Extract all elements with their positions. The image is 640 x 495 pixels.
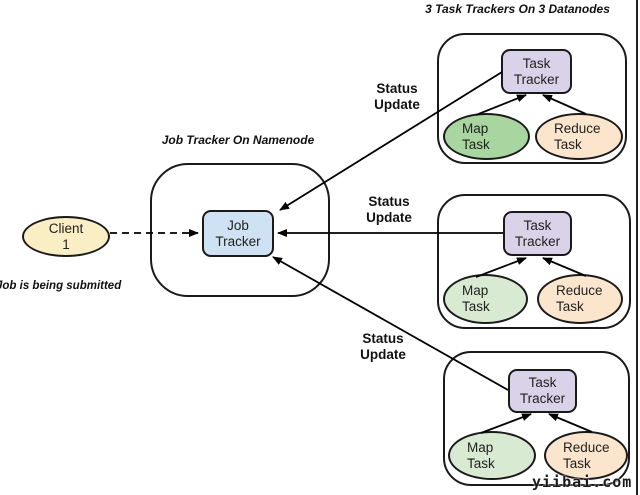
task-tracker-label-line2: Tracker (519, 391, 566, 406)
reduce-task-node-2: Reduce Task (537, 274, 623, 324)
task-tracker-label-line1: Task (523, 217, 552, 233)
reduce-task-node-1: Reduce Task (535, 113, 623, 160)
task-tracker-node-1: Task Tracker (501, 49, 572, 94)
datanodes-title: 3 Task Trackers On 3 Datanodes (425, 2, 610, 16)
job-tracker-node: Job Tracker (202, 210, 274, 257)
status-update-label-2: Status Update (349, 194, 429, 226)
map-task-label-line1: Map (462, 120, 489, 136)
status-label-line2: Update (366, 210, 412, 225)
task-tracker-label-line1: Task (528, 375, 557, 390)
reduce-task-label-line1: Reduce (563, 439, 610, 455)
reduce-task-label-line1: Reduce (556, 283, 603, 298)
reduce-task-label-line2: Task (563, 455, 591, 471)
status-label-line1: Status (362, 331, 404, 346)
job-tracker-label-line1: Job (227, 217, 249, 233)
datanode-container-3 (443, 351, 630, 486)
map-task-label-line2: Task (467, 455, 495, 471)
namenode-title: Job Tracker On Namenode (161, 133, 315, 147)
client-label-line2: 1 (62, 236, 70, 252)
status-label-line1: Status (376, 81, 418, 96)
map-task-node-3: Map Task (448, 431, 536, 480)
client-label-line1: Client (48, 220, 84, 236)
reduce-task-label-line1: Reduce (554, 120, 601, 136)
status-update-label-1: Status Update (357, 81, 437, 113)
job-tracker-label-line2: Tracker (215, 233, 261, 249)
reduce-task-label-line2: Task (556, 299, 584, 314)
page-edge-line (636, 0, 638, 495)
map-task-label-line2: Task (462, 136, 490, 152)
task-tracker-label-line2: Tracker (513, 71, 560, 87)
map-task-label-line2: Task (462, 299, 490, 314)
namenode-container (150, 163, 330, 297)
status-update-label-3: Status Update (343, 331, 423, 363)
client-node: Client 1 (22, 216, 110, 257)
map-task-label-line1: Map (467, 439, 494, 455)
task-tracker-node-2: Task Tracker (503, 211, 572, 256)
task-tracker-label-line1: Task (522, 55, 551, 71)
map-task-label-line1: Map (462, 283, 489, 298)
reduce-task-label-line2: Task (554, 136, 582, 152)
map-task-node-2: Map Task (443, 274, 528, 324)
map-task-node-1: Map Task (443, 113, 530, 160)
status-label-line2: Update (374, 97, 420, 112)
status-label-line2: Update (360, 347, 406, 362)
task-tracker-label-line2: Tracker (514, 233, 561, 249)
status-label-line1: Status (368, 194, 410, 209)
task-tracker-node-3: Task Tracker (508, 369, 577, 413)
job-submitted-caption: Job is being submitted (0, 280, 122, 292)
watermark: yiibai.com (532, 473, 633, 491)
